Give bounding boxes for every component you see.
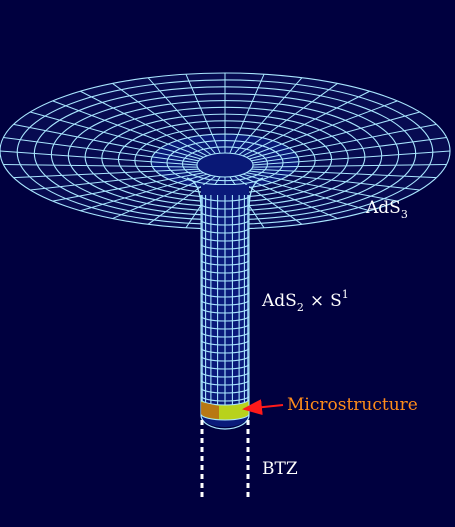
surface-radial-line: [246, 172, 398, 202]
btz-label: BTZ: [262, 459, 298, 479]
surface-radial-line: [80, 173, 208, 212]
ads3-surface-mesh: [0, 72, 451, 230]
surface-radial-line: [249, 111, 420, 160]
tube-ring: [200, 211, 250, 218]
surface-radial-line: [147, 77, 216, 155]
tube-ring: [200, 347, 250, 354]
surface-radial-line: [234, 77, 303, 155]
tube-ring: [200, 195, 250, 202]
surface-radial-line: [238, 83, 338, 156]
surface-radial-line: [229, 73, 265, 154]
surface-radial-line: [251, 168, 437, 179]
tube-ring: [200, 275, 250, 282]
tube-ring: [200, 219, 250, 226]
surface-radial-line: [234, 175, 303, 225]
surface-radial-line: [147, 175, 216, 225]
tube-ring: [200, 291, 250, 298]
surface-radial-line: [249, 170, 420, 191]
surface-radial-line: [80, 90, 208, 157]
tube-ring: [200, 371, 250, 378]
surface-radial-line: [185, 73, 221, 154]
microstructure-arrow: [242, 399, 284, 416]
tube-ring: [200, 243, 250, 250]
tube-ring: [200, 251, 250, 258]
tube-ring: [200, 315, 250, 322]
surface-radial-line: [242, 90, 370, 157]
tube-ring: [200, 323, 250, 330]
microstructure-band-shade: [201, 402, 219, 419]
surface-radial-line: [252, 164, 447, 168]
surface-radial-line: [3, 136, 198, 164]
tube-ring: [200, 283, 250, 290]
surface-radial-line: [0, 150, 198, 166]
surface-radial-line: [242, 173, 370, 212]
surface-radial-line: [52, 100, 204, 158]
surface-radial-line: [13, 123, 199, 162]
surface-radial-line: [52, 172, 204, 202]
surface-radial-line: [252, 136, 447, 164]
ads2-throat-mesh: [186, 177, 264, 430]
surface-radial-line: [30, 170, 201, 191]
tube-ring: [200, 387, 250, 394]
tube-ring: [200, 307, 250, 314]
tube-ring: [200, 267, 250, 274]
surface-radial-line: [251, 123, 437, 162]
tube-ring: [200, 235, 250, 242]
tube-ring: [200, 379, 250, 386]
surface-radial-line: [112, 83, 212, 156]
tube-ring: [200, 395, 250, 402]
tube-ring: [200, 331, 250, 338]
tube-ring: [200, 355, 250, 362]
surface-radial-line: [30, 111, 201, 160]
tube-ring: [200, 363, 250, 370]
surface-radial-line: [252, 150, 451, 166]
tube-ring: [200, 299, 250, 306]
tube-ring: [200, 227, 250, 234]
ads3-label: AdS3: [365, 198, 408, 221]
microstructure-label: Microstructure: [287, 395, 418, 415]
surface-radial-line: [246, 100, 398, 158]
tube-ring: [200, 203, 250, 210]
tube-ring: [200, 259, 250, 266]
surface-radial-line: [13, 168, 199, 179]
ads2-s1-label: AdS2×S1: [261, 288, 349, 314]
tube-ring: [200, 339, 250, 346]
surface-radial-line: [3, 164, 198, 168]
